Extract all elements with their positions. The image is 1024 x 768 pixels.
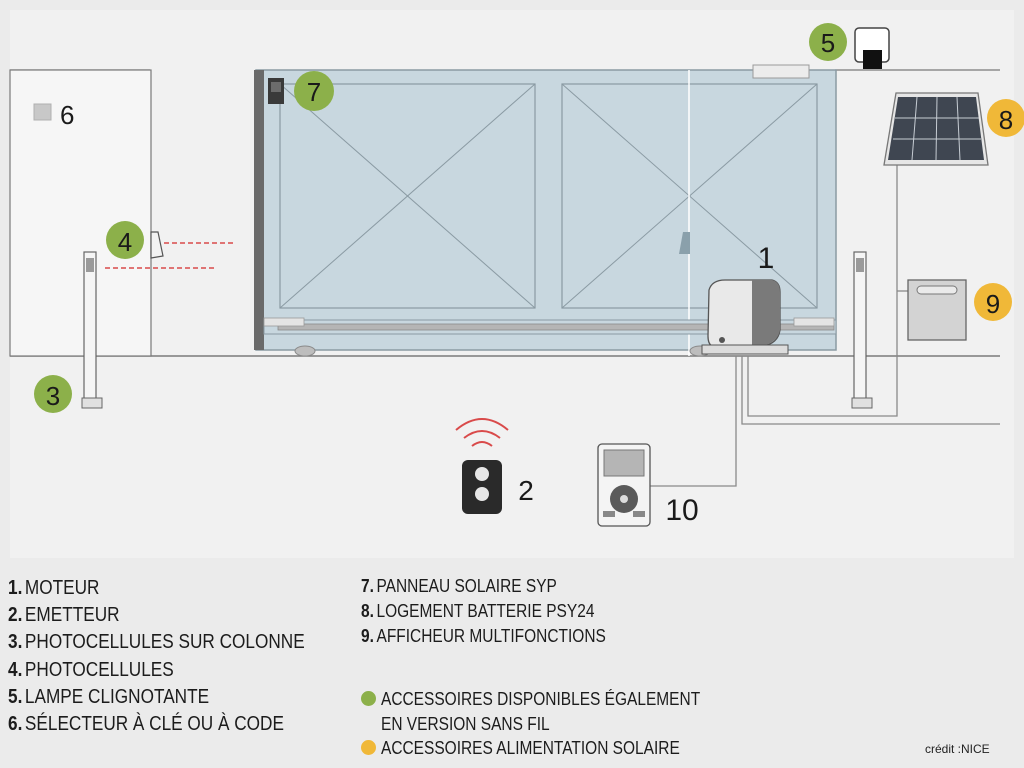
gate-panel-left xyxy=(279,83,536,309)
legend-item: 3.PHOTOCELLULES SUR COLONNE xyxy=(8,631,305,653)
label-transmitter: 2 xyxy=(518,475,534,506)
photocell-column-base xyxy=(81,397,103,409)
legend-num: 1. xyxy=(8,577,23,599)
motor-cover xyxy=(752,280,780,346)
badge-flashing-lamp xyxy=(809,23,847,61)
image-credit: crédit :NICE xyxy=(925,742,990,756)
photocell-column-right xyxy=(853,251,867,403)
legend-text: MOTEUR xyxy=(24,577,100,599)
badge-battery-box xyxy=(974,283,1012,321)
label-column-photocells: 3 xyxy=(46,381,60,411)
legend-text: PHOTOCELLULES SUR COLONNE xyxy=(24,631,305,653)
legend-num: 5. xyxy=(8,686,23,708)
left-wall xyxy=(9,69,152,357)
end-stop-left xyxy=(263,317,305,327)
badge-solar-panel xyxy=(294,71,334,111)
wire-display xyxy=(650,356,737,487)
solar-panel-cells xyxy=(888,96,984,161)
key-dot-wireless xyxy=(361,691,376,706)
photocell-wall xyxy=(150,231,164,259)
label-solar-panel: 7 xyxy=(307,77,321,107)
key-wireless-line1: ACCESSOIRES DISPONIBLES ÉGALEMENT xyxy=(381,689,701,709)
gate-wheel xyxy=(294,345,316,357)
end-stop-right xyxy=(793,317,835,327)
legend-text: SÉLECTEUR À CLÉ OU À CODE xyxy=(24,713,284,735)
photocell-column-lens xyxy=(856,258,864,272)
legend-item: 7.PANNEAU SOLAIRE SYP xyxy=(361,575,557,597)
display-keypad-center xyxy=(620,495,628,503)
label-motor: 1 xyxy=(758,242,775,275)
legend-item: 4.PHOTOCELLULES xyxy=(8,659,174,681)
label-key-selector: 6 xyxy=(60,100,74,130)
gate-installation-diagram: 6 7 5 4 3 1 xyxy=(9,23,1024,527)
photocell-column-left xyxy=(83,251,97,403)
key-dot-solar xyxy=(361,740,376,755)
legend-num: 6. xyxy=(8,713,23,735)
gate-handle xyxy=(679,232,690,254)
legend-item: 6.SÉLECTEUR À CLÉ OU À CODE xyxy=(8,713,284,735)
legend-num: 4. xyxy=(8,659,23,681)
key-wireless-line2: EN VERSION SANS FIL xyxy=(381,714,550,734)
legend-text: PHOTOCELLULES xyxy=(24,659,174,681)
label-solar-panel-large: 8 xyxy=(999,105,1013,135)
battery-box-handle xyxy=(916,285,958,295)
motor-base xyxy=(701,344,789,355)
radio-waves xyxy=(455,418,509,447)
legend-text: LAMPE CLIGNOTANTE xyxy=(24,686,210,708)
label-display: 10 xyxy=(665,494,698,527)
legend-text: AFFICHEUR MULTIFONCTIONS xyxy=(376,626,606,646)
key-selector-device xyxy=(33,103,52,121)
display-key xyxy=(603,511,615,517)
legend-item: 8.LOGEMENT BATTERIE PSY24 xyxy=(361,600,594,622)
legend-num: 9. xyxy=(361,626,374,646)
legend-item: 5.LAMPE CLIGNOTANTE xyxy=(8,686,209,708)
key-solar: ACCESSOIRES ALIMENTATION SOLAIRE xyxy=(381,738,680,758)
remote-button xyxy=(475,467,489,481)
legend-num: 3. xyxy=(8,631,23,653)
legend-text: EMETTEUR xyxy=(24,604,120,626)
label-photocells: 4 xyxy=(118,227,132,257)
solar-panel-small-cell xyxy=(271,82,281,92)
wire-main xyxy=(741,356,1000,425)
display-screen xyxy=(603,449,645,477)
gate-brace xyxy=(279,83,536,309)
legend-text: LOGEMENT BATTERIE PSY24 xyxy=(376,601,595,621)
label-flashing-lamp: 5 xyxy=(821,28,835,58)
label-battery-box: 9 xyxy=(986,289,1000,319)
photocell-column-base xyxy=(851,397,873,409)
legend-text: PANNEAU SOLAIRE SYP xyxy=(376,576,557,596)
legend-num: 7. xyxy=(361,576,374,596)
flashing-lamp-base xyxy=(863,50,882,69)
gate-post xyxy=(254,70,264,350)
legend-item: 9.AFFICHEUR MULTIFONCTIONS xyxy=(361,625,606,647)
photocell-column-lens xyxy=(86,258,94,272)
badge-solar-panel-large xyxy=(987,99,1024,137)
badge-photocells xyxy=(106,221,144,259)
motor-button xyxy=(719,337,725,343)
display-key xyxy=(633,511,645,517)
top-guide xyxy=(752,64,810,79)
legend-num: 8. xyxy=(361,601,374,621)
gear-rack xyxy=(277,323,835,331)
badge-column-photocells xyxy=(34,375,72,413)
legend-num: 2. xyxy=(8,604,23,626)
legend-item: 1.MOTEUR xyxy=(8,577,99,599)
legend-item: 2.EMETTEUR xyxy=(8,604,120,626)
remote-button xyxy=(475,487,489,501)
